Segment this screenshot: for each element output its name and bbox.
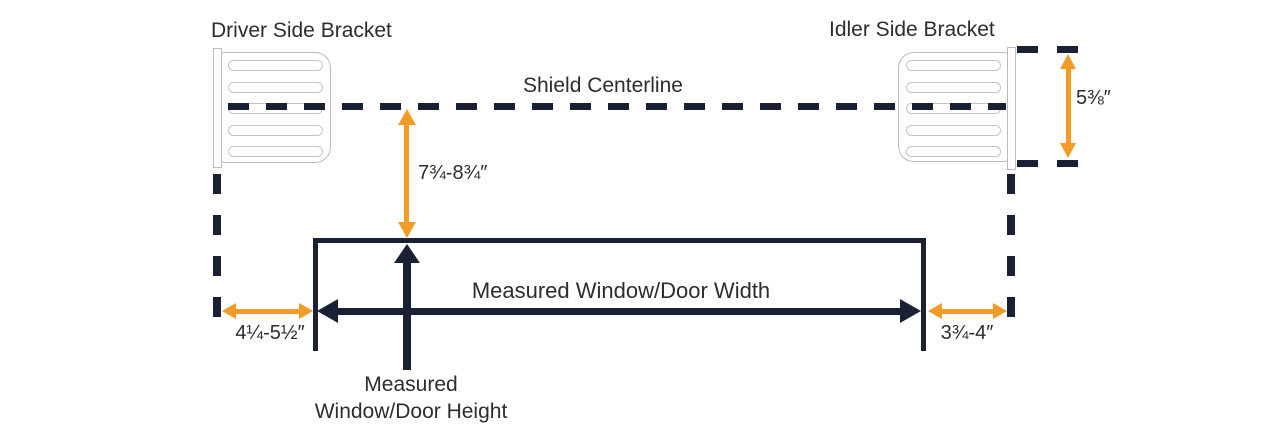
window-door-frame (313, 238, 926, 351)
driver-offset-value: 4¼-5½″ (235, 322, 305, 344)
bracket-slat (906, 146, 1001, 157)
window-height-arrow-up-head (394, 244, 420, 263)
window-height-arrow (403, 261, 411, 370)
driver-offset-arrow (233, 309, 302, 314)
bracket-top-extension-dash (1057, 46, 1078, 53)
bracket-height-arrow-up-head (1060, 54, 1076, 69)
shield-centerline-dashed-line (228, 103, 1006, 110)
window-width-arrow-right-head (900, 299, 921, 323)
centerline-offset-value: 7¾-8¾″ (418, 162, 488, 184)
driver-bracket-label: Driver Side Bracket (211, 19, 392, 42)
idler-offset-value: 3¾-4″ (940, 322, 994, 344)
centerline-offset-arrow (404, 123, 409, 226)
bracket-slat (906, 125, 1001, 136)
bracket-bottom-extension-dash (1057, 160, 1078, 167)
bracket-bottom-extension-dash (1017, 160, 1038, 167)
window-width-arrow-left-head (317, 299, 338, 323)
bracket-height-arrow (1066, 67, 1071, 145)
idler-bracket-label: Idler Side Bracket (829, 18, 995, 41)
window-width-arrow (332, 308, 909, 315)
bracket-slat (228, 125, 323, 136)
bracket-slat (228, 82, 323, 93)
driver-offset-arrow-left-head (222, 303, 236, 319)
idler-offset-arrow-right-head (993, 303, 1007, 319)
bracket-height-arrow-down-head (1060, 143, 1076, 158)
centerline-offset-arrow-down-head (398, 222, 416, 238)
bracket-slat (228, 60, 323, 71)
window-height-label-line1: Measured (364, 373, 458, 396)
bracket-slat (228, 146, 323, 157)
driver-side-vertical-dashed-line (213, 174, 221, 324)
idler-offset-arrow (939, 309, 996, 314)
driver-offset-arrow-right-head (299, 303, 313, 319)
bracket-top-extension-dash (1017, 46, 1038, 53)
bracket-slat (906, 82, 1001, 93)
window-width-label: Measured Window/Door Width (471, 278, 771, 303)
idler-side-vertical-dashed-line (1007, 174, 1015, 324)
centerline-offset-arrow-up-head (398, 109, 416, 125)
window-height-label: Measured Window/Door Height (291, 371, 531, 425)
bracket-slat (906, 60, 1001, 71)
bracket-height-value: 5⅜″ (1076, 87, 1111, 109)
idler-offset-arrow-left-head (928, 303, 942, 319)
window-height-label-line2: Window/Door Height (314, 400, 508, 423)
idler-bracket-plate (1007, 47, 1016, 170)
shield-centerline-label: Shield Centerline (523, 74, 683, 97)
